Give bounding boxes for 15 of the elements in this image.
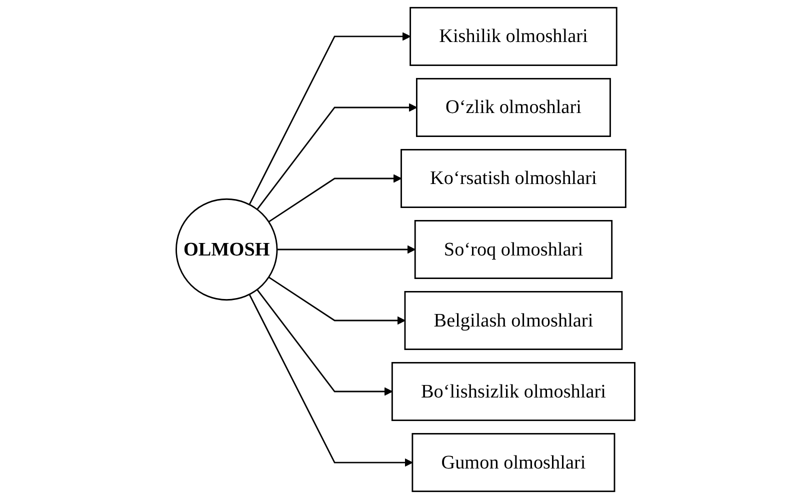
node-box: Bo‘lishsizlik olmoshlari [391,362,636,422]
node-box: Kishilik olmoshlari [410,6,618,66]
node-box: Belgilash olmoshlari [404,291,623,350]
arrow [248,32,411,205]
node-box: Ko‘rsatish olmoshlari [400,148,626,208]
node-circle: OLMOSH [176,198,278,301]
arrow [256,103,418,210]
arrow [248,294,413,467]
arrow [268,276,406,325]
node-box: O‘zlik olmoshlari [416,78,611,137]
arrow [256,289,393,396]
node-box: So‘roq olmoshlari [414,220,613,280]
arrow [277,245,416,254]
node-box: Gumon olmoshlari [412,433,616,492]
arrow [268,174,402,222]
